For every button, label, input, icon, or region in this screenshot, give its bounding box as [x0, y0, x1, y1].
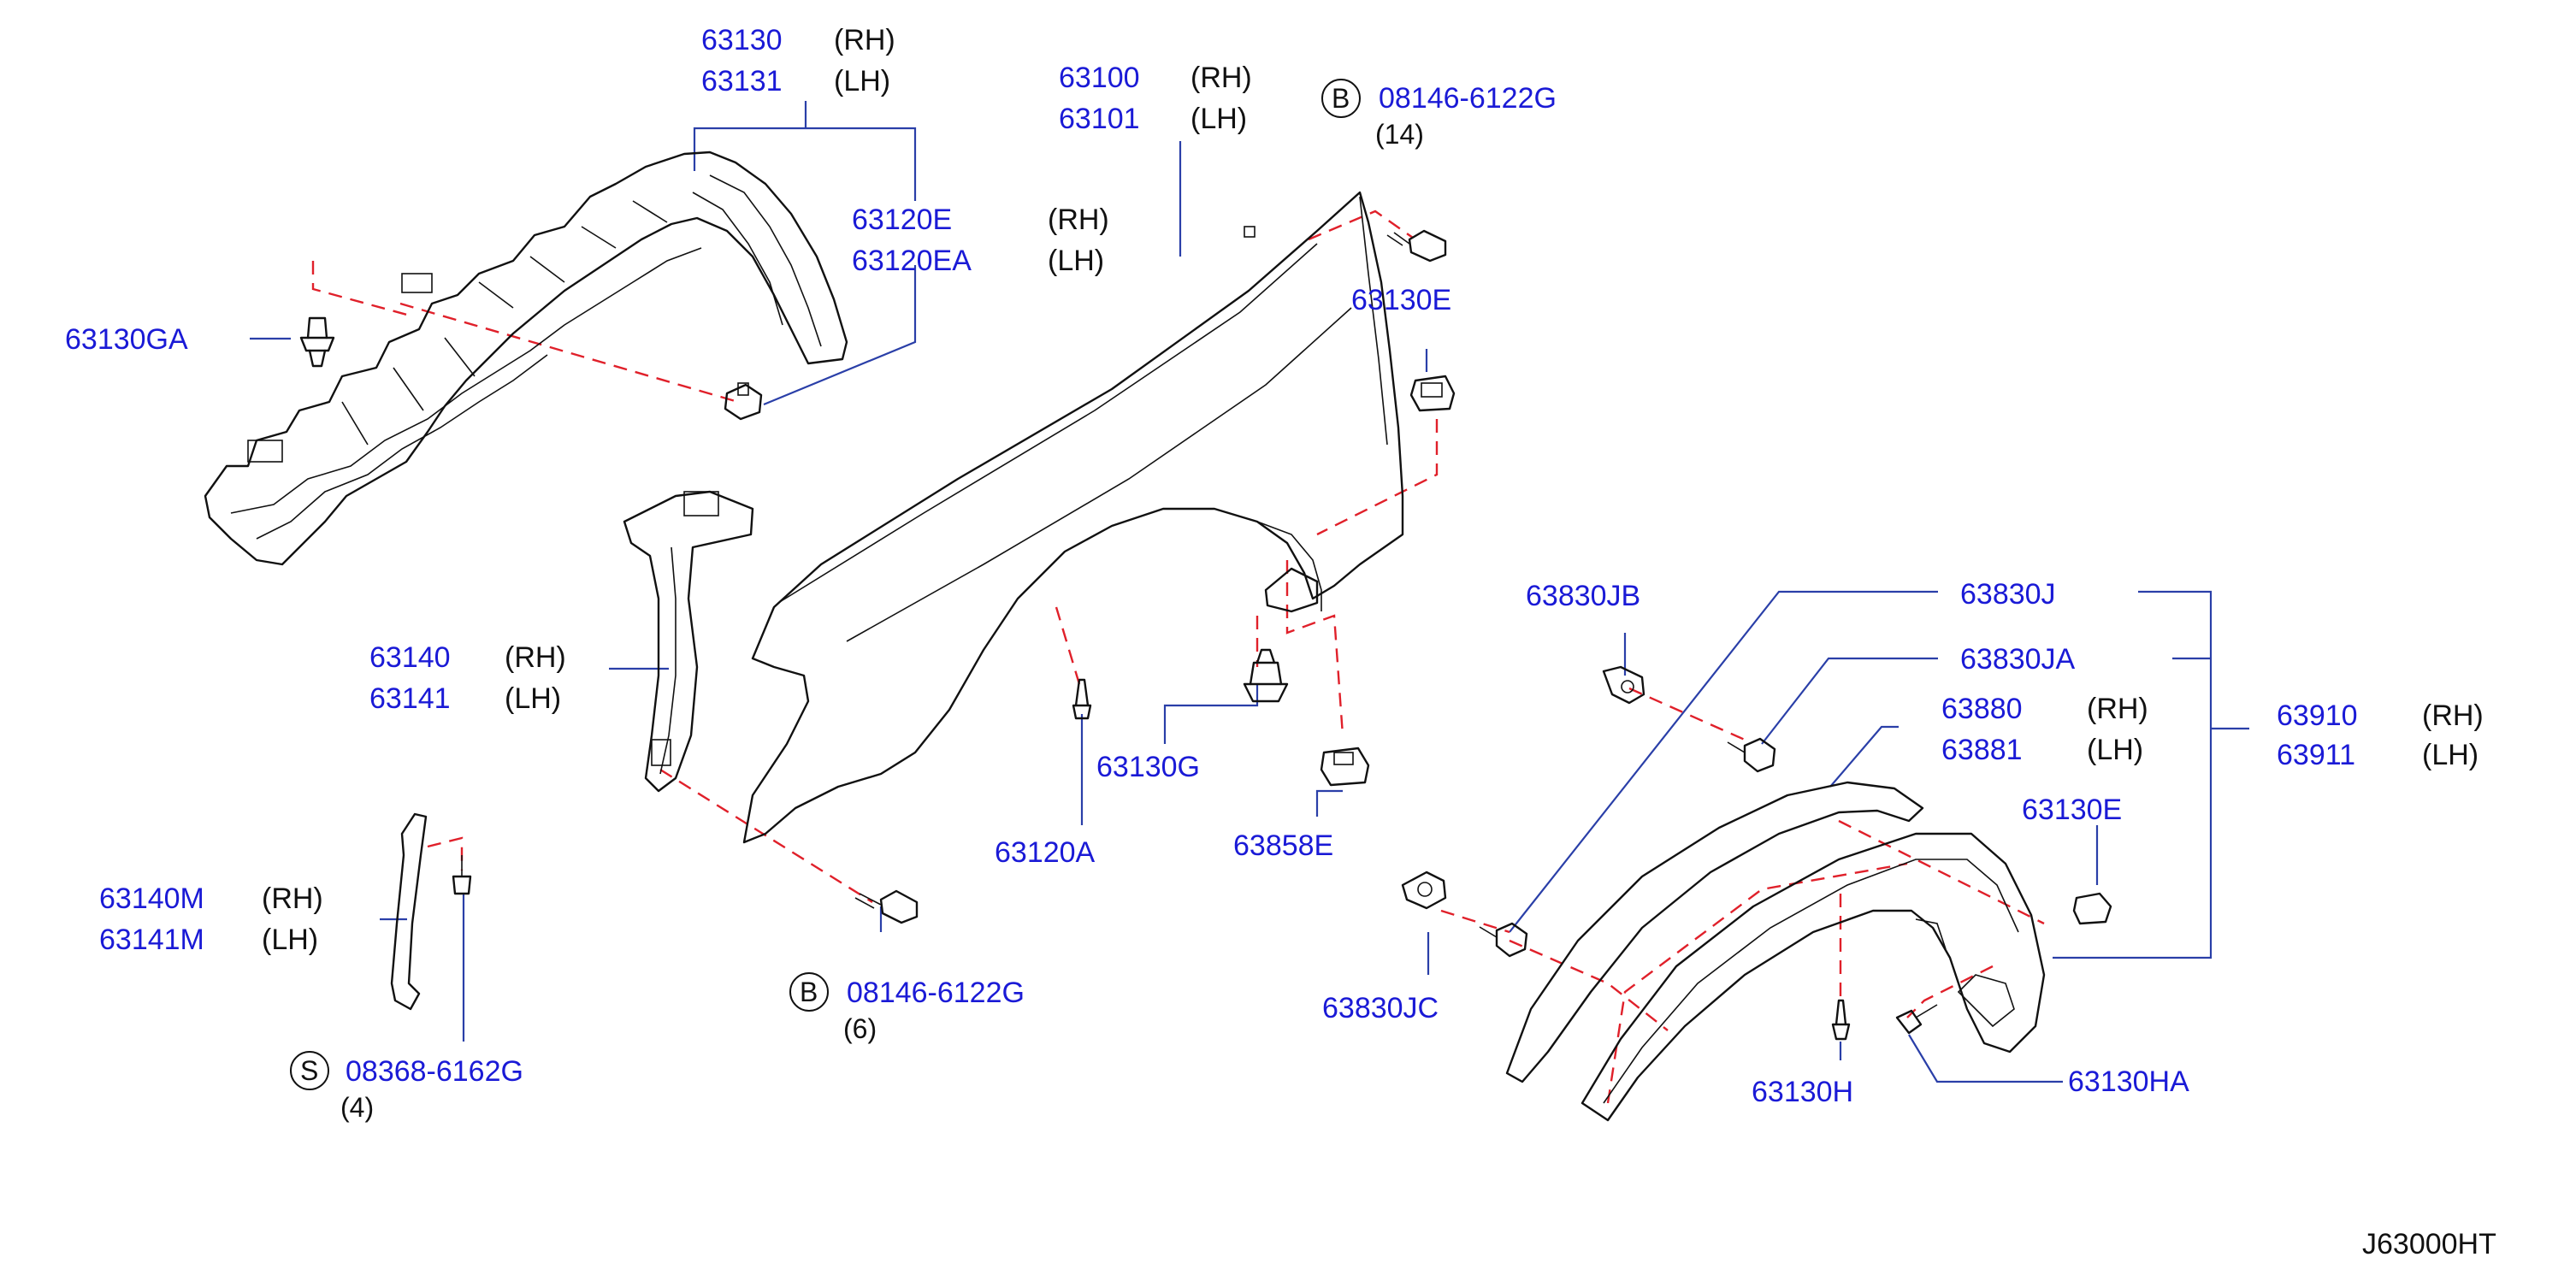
badge-circle-bolt-top — [1321, 79, 1361, 118]
label-63130E-top: 63130E — [1351, 284, 1451, 316]
bolt-top-drawing — [1386, 229, 1447, 263]
label-08146-6122G-top: 08146-6122G — [1379, 82, 1557, 115]
label-63140: 63140 — [369, 641, 451, 674]
label-63830J: 63830J — [1960, 578, 2056, 611]
fender-liner-drawing — [204, 151, 848, 566]
clip-63120E-drawing — [724, 382, 763, 421]
label-63911-side: (LH) — [2422, 739, 2479, 771]
label-63130H: 63130H — [1752, 1076, 1853, 1108]
label-63120E-side: (RH) — [1048, 204, 1109, 236]
screw-63120A-drawing — [1072, 678, 1092, 720]
label-63881-side: (LH) — [2087, 734, 2143, 766]
clip-63130E-top-drawing — [1409, 375, 1456, 412]
label-63120A: 63120A — [995, 836, 1096, 869]
label-63130HA: 63130HA — [2068, 1065, 2189, 1098]
front-fender-drawing — [742, 191, 1404, 844]
label-63120EA-side: (LH) — [1048, 245, 1104, 277]
clip-63830J-drawing — [1479, 922, 1528, 958]
label-63141M: 63141M — [99, 924, 204, 956]
label-63141: 63141 — [369, 682, 451, 715]
clip-63858E-drawing — [1320, 747, 1370, 787]
label-63101-side: (LH) — [1191, 103, 1247, 135]
label-qty-14: (14) — [1375, 119, 1424, 150]
label-63880: 63880 — [1941, 693, 2023, 725]
label-63100-side: (RH) — [1191, 62, 1252, 94]
clip-63130E-right-drawing — [2072, 892, 2112, 925]
fender-bracket-drawing — [623, 490, 754, 793]
callout-labels: 63130 (RH) 63131 (LH) 63120E (RH) 63120E… — [65, 24, 2496, 1260]
label-63120E: 63120E — [852, 204, 952, 236]
clip-63830JC-drawing — [1401, 871, 1447, 910]
badge-circle-bolt-bottom — [789, 972, 829, 1012]
label-63910: 63910 — [2277, 699, 2358, 732]
label-63130GA: 63130GA — [65, 323, 188, 356]
badge-circle-screw — [290, 1051, 329, 1090]
label-63830JC: 63830JC — [1322, 992, 1439, 1024]
label-63131: 63131 — [701, 65, 783, 97]
label-63140M-side: (RH) — [262, 882, 323, 915]
label-63100: 63100 — [1059, 62, 1140, 94]
label-63858E: 63858E — [1233, 829, 1333, 862]
alignment-lines — [311, 210, 2045, 1104]
badges — [290, 79, 1361, 1090]
screw-63130H-drawing — [1831, 999, 1851, 1041]
label-63141M-side: (LH) — [262, 924, 318, 956]
label-qty-4: (4) — [340, 1092, 374, 1123]
label-08368-6162G: 08368-6162G — [346, 1055, 523, 1088]
diagram-code: J63000HT — [2362, 1228, 2496, 1260]
label-63830JB: 63830JB — [1526, 580, 1640, 612]
clip-63130G-drawing — [1243, 648, 1289, 703]
label-63140M: 63140M — [99, 882, 204, 915]
label-63830JA: 63830JA — [1960, 643, 2076, 676]
leader-lines — [250, 101, 2249, 1083]
label-63101: 63101 — [1059, 103, 1140, 135]
label-63130G: 63130G — [1096, 751, 1200, 783]
clip-63130GA-drawing — [299, 316, 335, 368]
screw-63130HA-drawing — [1895, 1004, 1938, 1035]
label-63911: 63911 — [2277, 739, 2355, 771]
label-63131-side: (LH) — [834, 65, 890, 97]
label-63141-side: (LH) — [505, 682, 561, 715]
bolt-bottom-drawing — [854, 889, 919, 924]
badge-letter-bolt-bottom: B — [800, 977, 818, 1007]
label-63130-side: (RH) — [834, 24, 895, 56]
label-63880-side: (RH) — [2087, 693, 2148, 725]
clip-63830JB-drawing — [1602, 665, 1645, 705]
label-08146-6122G-bottom: 08146-6122G — [847, 977, 1025, 1009]
label-63140-side: (RH) — [505, 641, 566, 674]
badge-letter-screw: S — [300, 1055, 318, 1086]
over-fender-drawing — [1505, 781, 2046, 1122]
label-63130: 63130 — [701, 24, 783, 56]
badge-letter-bolt-top: B — [1332, 83, 1350, 114]
label-63881: 63881 — [1941, 734, 2023, 766]
label-63130E-right: 63130E — [2022, 794, 2122, 826]
label-63120EA: 63120EA — [852, 245, 972, 277]
label-63910-side: (RH) — [2422, 699, 2484, 732]
label-qty-6: (6) — [843, 1013, 877, 1044]
stay-63140M-drawing — [390, 812, 472, 1011]
clip-63830JA-drawing — [1727, 737, 1776, 773]
